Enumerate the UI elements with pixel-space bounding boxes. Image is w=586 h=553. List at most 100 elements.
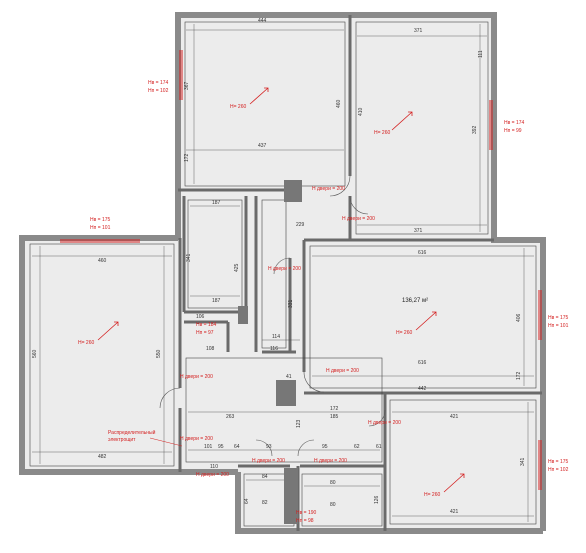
closet-outline xyxy=(301,473,383,527)
door-annotations: H двери = 200 H двери = 200 H двери = 20… xyxy=(180,186,401,478)
dim-text: 460 xyxy=(336,99,342,108)
dim-text: 62 xyxy=(354,444,360,450)
dim-text: 371 xyxy=(414,228,423,234)
door-arc xyxy=(368,409,386,427)
dim-text: 114 xyxy=(272,334,280,340)
dim-text: 367 xyxy=(184,81,190,90)
dim-text: 61 xyxy=(376,444,382,450)
ceiling-height-label: H= 260 xyxy=(374,130,390,136)
dim-text: 126 xyxy=(374,495,380,504)
dim-text: 108 xyxy=(206,346,215,352)
dim-text: 482 xyxy=(98,454,107,460)
room-outline-living xyxy=(309,245,537,389)
dimension-lines xyxy=(32,24,534,522)
ceiling-labels: H= 260 H= 260 H= 260 H= 260 H= 260 xyxy=(78,104,440,498)
window-top-height: Нв = 184 xyxy=(196,322,217,328)
bath-outline xyxy=(187,199,243,309)
dim-text: 421 xyxy=(450,414,459,420)
shafts xyxy=(238,180,302,524)
door-height-label: H двери = 200 xyxy=(342,216,375,222)
dim-text: 106 xyxy=(196,314,205,320)
window-bottom-height: Нп = 101 xyxy=(548,323,569,329)
dim-text: 560 xyxy=(32,349,38,358)
dim-text: 406 xyxy=(516,313,522,322)
door-height-label: H двери = 200 xyxy=(368,420,401,426)
dim-text: 84 xyxy=(262,474,268,480)
dim-text: 95 xyxy=(322,444,328,450)
window-bottom-height: Нп = 98 xyxy=(296,518,314,524)
dim-text: 341 xyxy=(186,253,192,262)
window-annotations: Нв = 174 Нп = 102 Нв = 174 Нп = 99 Нв = … xyxy=(90,80,569,524)
wall-top-left-room xyxy=(175,12,352,240)
hall-outline xyxy=(261,199,287,349)
dim-text: 172 xyxy=(184,153,190,162)
dim-text: 64 xyxy=(244,498,250,504)
ceiling-marker xyxy=(443,473,465,493)
dim-text: 616 xyxy=(418,360,427,366)
room-outline-bottom-right xyxy=(389,399,537,525)
door-height-label: H двери = 200 xyxy=(196,472,229,478)
dim-text: 425 xyxy=(234,263,240,272)
dim-text: 172 xyxy=(516,371,522,380)
dim-text: 550 xyxy=(156,349,162,358)
dim-text: 82 xyxy=(262,500,268,506)
dim-text: 80 xyxy=(330,480,336,486)
window-bottom-height: Нп = 102 xyxy=(548,467,569,473)
dim-text: 263 xyxy=(226,414,235,420)
apartment-floor xyxy=(24,15,542,530)
panel-label-line1: Распределительный xyxy=(108,429,156,436)
door-height-label: H двери = 200 xyxy=(314,458,347,464)
window-top-height: Нв = 175 xyxy=(548,315,569,321)
dim-text: 80 xyxy=(330,502,336,508)
ceiling-marker xyxy=(97,321,119,341)
ceiling-marker xyxy=(415,311,437,331)
room-outline-left xyxy=(29,243,175,467)
dim-text: 341 xyxy=(520,457,526,466)
corridor-outline xyxy=(185,357,383,463)
dim-text: 187 xyxy=(212,298,221,304)
interior-walls xyxy=(178,15,542,531)
exterior-walls xyxy=(19,12,546,534)
ceiling-markers xyxy=(97,87,465,493)
door-height-label: H двери = 200 xyxy=(326,368,359,374)
door-height-label: H двери = 200 xyxy=(180,374,213,380)
column xyxy=(276,380,296,406)
door-arc xyxy=(159,387,181,409)
ceiling-height-label: H= 260 xyxy=(230,104,246,110)
windows xyxy=(60,50,542,490)
total-area-label: 136,27 м² xyxy=(402,298,428,304)
door-height-label: H двери = 200 xyxy=(312,186,345,192)
dimension-texts: 444 437 367 172 460 371 371 410 392 111 … xyxy=(32,18,526,515)
wall-bottom-left xyxy=(19,235,238,475)
door-arc xyxy=(273,257,291,275)
window-bottom-height: Нп = 97 xyxy=(196,330,214,336)
dim-text: 101 xyxy=(204,444,213,450)
ventilation-shaft xyxy=(284,180,302,202)
panel-label-line2: электрощит xyxy=(108,437,136,443)
window-top-height: Нв = 174 xyxy=(504,120,525,126)
dim-text: 110 xyxy=(210,464,218,470)
wall-bottom-right xyxy=(235,472,543,534)
dim-text: 444 xyxy=(258,18,267,24)
window-top-height: Нв = 174 xyxy=(148,80,169,86)
window-top-height: Нв = 175 xyxy=(548,459,569,465)
window-top-height: Нв = 175 xyxy=(90,217,111,223)
dim-text: 437 xyxy=(258,143,267,149)
dim-text: 371 xyxy=(414,28,423,34)
dim-text: 421 xyxy=(450,509,459,515)
panel-leader xyxy=(149,437,183,447)
ceiling-height-label: H= 260 xyxy=(396,330,412,336)
dim-text: 64 xyxy=(234,444,240,450)
door-height-label: H двери = 200 xyxy=(252,458,285,464)
ceiling-height-label: H= 260 xyxy=(424,492,440,498)
dim-text: 392 xyxy=(472,125,478,134)
door-arc xyxy=(329,175,351,197)
window-bottom-height: Нп = 102 xyxy=(148,88,169,94)
room-outline-top xyxy=(184,21,346,187)
window-bottom-height: Нп = 101 xyxy=(90,225,111,231)
window-bottom-height: Нп = 99 xyxy=(504,128,522,134)
door-arc xyxy=(255,439,273,457)
door-arc xyxy=(303,371,325,393)
dim-text: 616 xyxy=(418,250,427,256)
